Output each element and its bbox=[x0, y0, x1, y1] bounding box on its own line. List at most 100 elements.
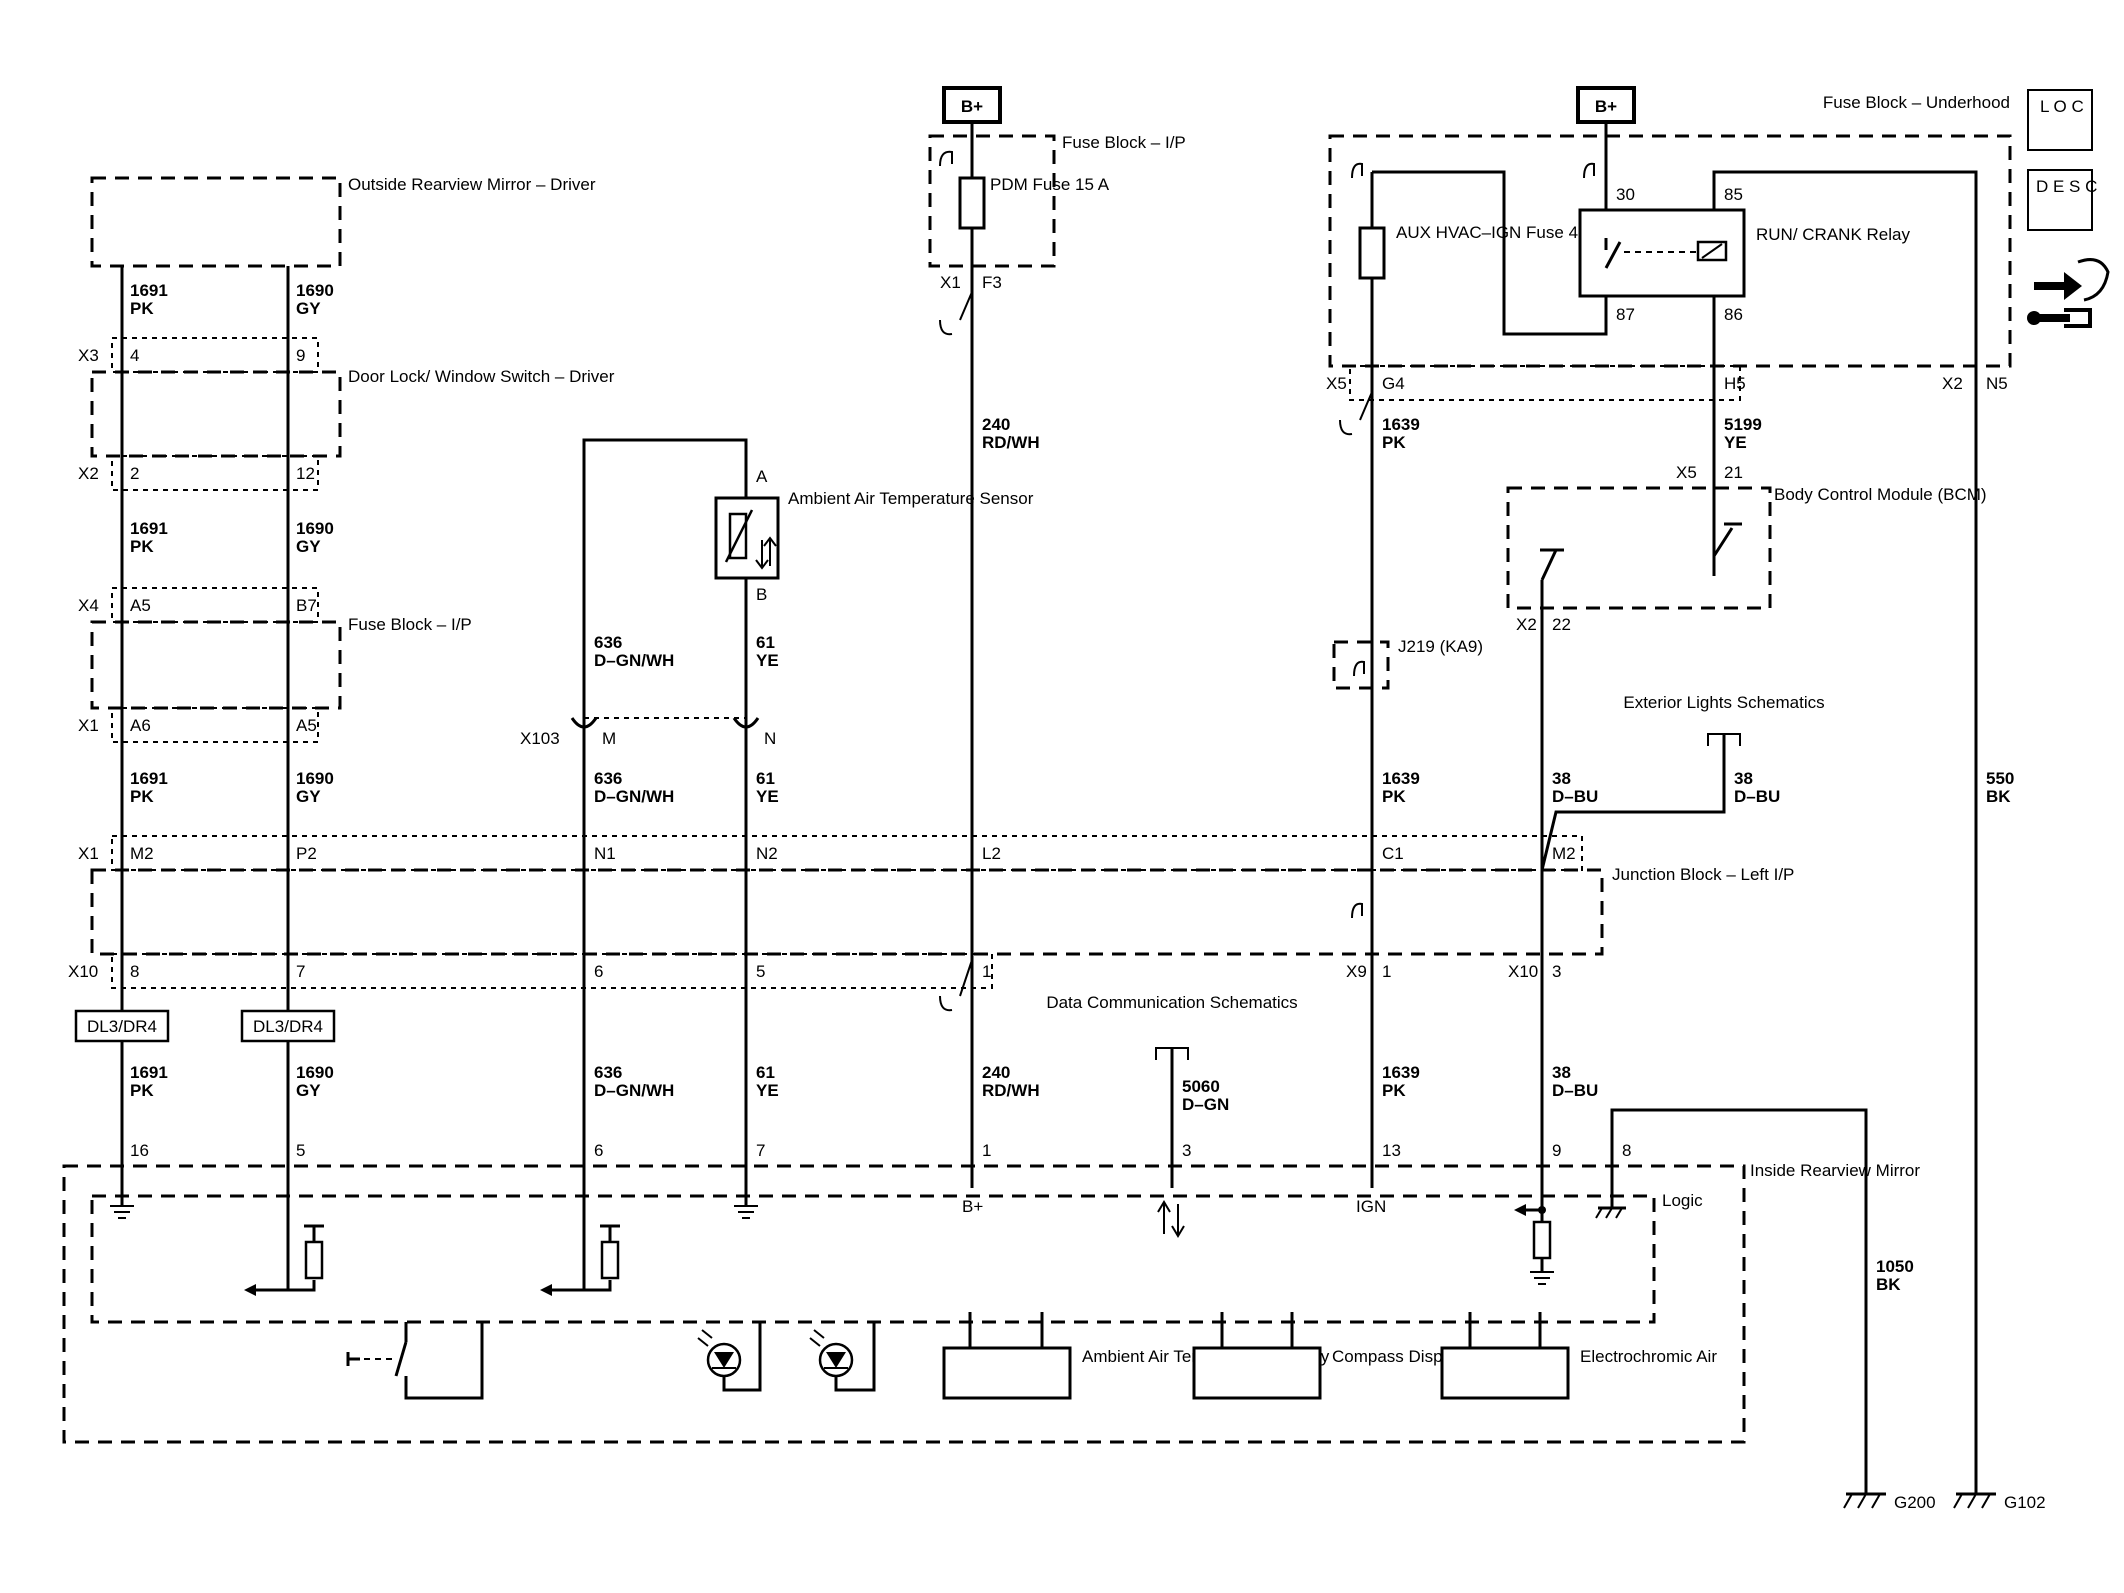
pin-h5: H5 bbox=[1724, 374, 1746, 393]
pin-8: 8 bbox=[130, 962, 139, 981]
wire-label-240-top: 240 bbox=[982, 415, 1010, 434]
wire-550-bk bbox=[1712, 170, 1978, 1440]
wire-color-dbu-ext: D–BU bbox=[1734, 787, 1780, 806]
door-switch-box bbox=[90, 370, 342, 458]
wire-label-5199: 5199 bbox=[1724, 415, 1762, 434]
bplus-input-label: B+ bbox=[962, 1197, 983, 1216]
wire-color-gy-mid: GY bbox=[296, 537, 321, 556]
relay-label: RUN/ CRANK Relay bbox=[1756, 225, 1910, 244]
electrochromic-label: Electrochromic Air bbox=[1580, 1347, 1717, 1366]
terminal-icon bbox=[1583, 162, 1595, 179]
pin-n5: N5 bbox=[1986, 374, 2008, 393]
connector-label-x3: X3 bbox=[78, 346, 99, 365]
wire-color-rdwh-top: RD/WH bbox=[982, 433, 1040, 452]
junction-block-label: Junction Block – Left I/P bbox=[1612, 865, 1794, 884]
wire-color-dgnwh-bottom: D–GN/WH bbox=[594, 1081, 674, 1100]
wire-color-pk-top: PK bbox=[130, 299, 154, 318]
option-label: DL3/DR4 bbox=[253, 1017, 323, 1036]
pin-12: 12 bbox=[296, 464, 315, 483]
j219-label: J219 (KA9) bbox=[1398, 637, 1483, 656]
wire-label-1690-low: 1690 bbox=[296, 769, 334, 788]
wire-color-dgnwh-mid: D–GN/WH bbox=[594, 787, 674, 806]
pin-4: 4 bbox=[130, 346, 139, 365]
pin-9-inside: 9 bbox=[1552, 1141, 1561, 1160]
connector-label-x5-bcm: X5 bbox=[1676, 463, 1697, 482]
connector-x1-junction bbox=[111, 835, 1583, 871]
wire-color-pk-1639-mid: PK bbox=[1382, 787, 1406, 806]
fuse-block-ip-top-label: Fuse Block – I/P bbox=[1062, 133, 1186, 152]
pin-a5-b: A5 bbox=[296, 716, 317, 735]
wire-color-dgn: D–GN bbox=[1182, 1095, 1229, 1114]
compass-display-box bbox=[1192, 1312, 1322, 1400]
pin-8-inside: 8 bbox=[1622, 1141, 1631, 1160]
wire-label-38-ext: 38 bbox=[1734, 769, 1753, 788]
wire-label-61-top: 61 bbox=[756, 633, 775, 652]
bcm-label: Body Control Module (BCM) bbox=[1774, 485, 1987, 504]
j219-box bbox=[1332, 640, 1390, 690]
wire-label-1690-bottom: 1690 bbox=[296, 1063, 334, 1082]
relay-pin-85: 85 bbox=[1724, 185, 1743, 204]
wire-label-1691-top: 1691 bbox=[130, 281, 168, 300]
wire-color-pk-mid: PK bbox=[130, 537, 154, 556]
ign-input-label: IGN bbox=[1356, 1197, 1386, 1216]
pin-3: 3 bbox=[1552, 962, 1561, 981]
connector-label-x1-fuse: X1 bbox=[940, 273, 961, 292]
ambient-sensor-label: Ambient Air Temperature Sensor bbox=[788, 489, 1034, 508]
pin-6-inside: 6 bbox=[594, 1141, 603, 1160]
fuse-block-underhood-label: Fuse Block – Underhood bbox=[1823, 93, 2010, 112]
pin-n: N bbox=[764, 729, 776, 748]
option-dl3-dr4-1: DL3/DR4 bbox=[74, 1009, 170, 1043]
wire-label-1691-bottom: 1691 bbox=[130, 1063, 168, 1082]
terminal-icon bbox=[939, 959, 973, 1012]
wire-color-bk-550: BK bbox=[1986, 787, 2011, 806]
connector-label-x10-right: X10 bbox=[1508, 962, 1538, 981]
pin-22: 22 bbox=[1552, 615, 1571, 634]
ground-g102-label: G102 bbox=[2004, 1493, 2046, 1512]
desc-icon-text: D E S C bbox=[2036, 177, 2097, 196]
pin-f3: F3 bbox=[982, 273, 1002, 292]
logic-label: Logic bbox=[1662, 1191, 1703, 1210]
terminal-icon bbox=[1351, 902, 1363, 919]
connector-icon[interactable] bbox=[2034, 258, 2110, 302]
fuse-block-ip-left-label: Fuse Block – I/P bbox=[348, 615, 472, 634]
wire-label-240-bottom: 240 bbox=[982, 1063, 1010, 1082]
wire-label-636-mid: 636 bbox=[594, 769, 622, 788]
wire-1050-bk bbox=[1610, 1108, 1868, 1440]
wire-38-ext bbox=[1540, 734, 1726, 871]
wire-color-pk-low: PK bbox=[130, 787, 154, 806]
loc-nav-icon[interactable]: L O C bbox=[2027, 89, 2093, 151]
pin-a: A bbox=[756, 467, 768, 486]
bcm-box bbox=[1506, 486, 1772, 610]
wire-color-gy-top: GY bbox=[296, 299, 321, 318]
loc-icon-text: L O C bbox=[2040, 97, 2084, 116]
wire-label-5060: 5060 bbox=[1182, 1077, 1220, 1096]
led-icon bbox=[809, 1322, 876, 1392]
pin-5: 5 bbox=[756, 962, 765, 981]
wrench-icon[interactable] bbox=[2027, 308, 2092, 328]
pin-b: B bbox=[756, 585, 767, 604]
wire-color-dgnwh-top: D–GN/WH bbox=[594, 651, 674, 670]
pin-m2: M2 bbox=[130, 844, 154, 863]
wire-label-1691-mid: 1691 bbox=[130, 519, 168, 538]
option-label: DL3/DR4 bbox=[87, 1017, 157, 1036]
wire-label-636-top: 636 bbox=[594, 633, 622, 652]
terminal-icon bbox=[1351, 162, 1363, 179]
wire-label-1690-mid: 1690 bbox=[296, 519, 334, 538]
pin-1-inside: 1 bbox=[982, 1141, 991, 1160]
desc-nav-icon[interactable]: D E S C bbox=[2027, 169, 2097, 231]
wire-label-1639-top: 1639 bbox=[1382, 415, 1420, 434]
data-comm-label: Data Communication Schematics bbox=[1046, 993, 1297, 1012]
pin-c1: C1 bbox=[1382, 844, 1404, 863]
data-bidirectional-icon bbox=[1157, 1200, 1185, 1238]
pin-g4: G4 bbox=[1382, 374, 1405, 393]
wire-label-636-bottom: 636 bbox=[594, 1063, 622, 1082]
ext-lights-label: Exterior Lights Schematics bbox=[1623, 693, 1824, 712]
wire-color-pk-1639-top: PK bbox=[1382, 433, 1406, 452]
terminal-icon bbox=[939, 291, 973, 336]
battery-label: B+ bbox=[961, 97, 983, 116]
connector-label-x2: X2 bbox=[78, 464, 99, 483]
battery-label: B+ bbox=[1595, 97, 1617, 116]
connector-x2 bbox=[111, 455, 319, 491]
pin-16-inside: 16 bbox=[130, 1141, 149, 1160]
